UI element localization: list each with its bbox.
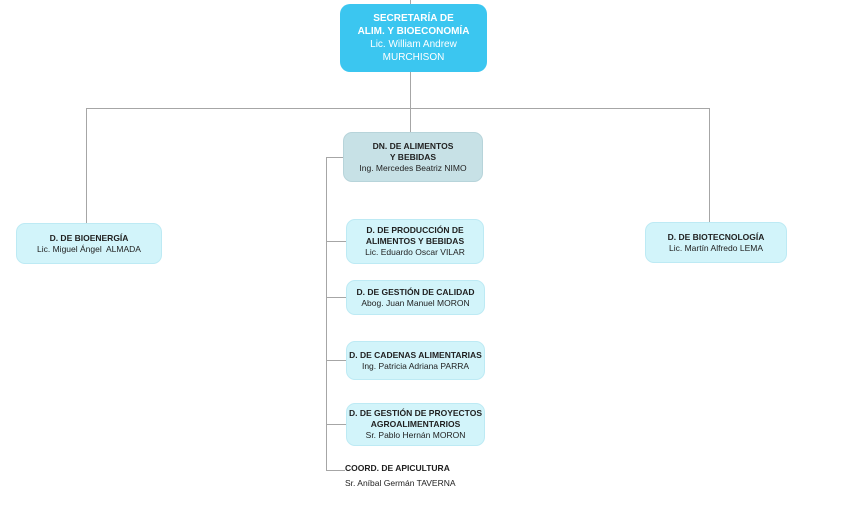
- connector-drop-alimentos: [410, 108, 411, 132]
- org-node-alimentos-bebidas: DN. DE ALIMENTOS Y BEBIDAS Ing. Mercedes…: [343, 132, 483, 182]
- node-person: Lic. Martín Alfredo LEMA: [668, 242, 763, 253]
- node-title: SECRETARÍA DE ALIM. Y BIOECONOMÍA: [357, 13, 470, 37]
- node-title: D. DE BIOTECNOLOGÍA: [667, 231, 765, 242]
- org-node-biotecnologia: D. DE BIOTECNOLOGÍA Lic. Martín Alfredo …: [645, 222, 787, 263]
- connector-stub-produccion: [326, 241, 346, 242]
- org-node-proyectos: D. DE GESTIÓN DE PROYECTOS AGROALIMENTAR…: [346, 403, 485, 446]
- node-title: D. DE GESTIÓN DE PROYECTOS AGROALIMENTAR…: [348, 408, 483, 429]
- node-person: Ing. Patricia Adriana PARRA: [361, 360, 470, 371]
- connector-stub-proyectos: [326, 424, 346, 425]
- node-person: Lic. Eduardo Oscar VILAR: [365, 247, 465, 257]
- node-title: COORD. DE APICULTURA: [345, 463, 450, 473]
- node-person: Sr. Pablo Hernán MORON: [365, 430, 466, 440]
- org-node-produccion: D. DE PRODUCCIÓN DE ALIMENTOS Y BEBIDAS …: [346, 219, 484, 264]
- connector-stub-cadenas: [326, 360, 346, 361]
- node-person: Lic. William Andrew MURCHISON: [370, 39, 457, 63]
- node-title: D. DE CADENAS ALIMENTARIAS: [349, 349, 482, 360]
- node-title: D. DE BIOENERGÍA: [49, 232, 129, 243]
- org-node-apicultura: COORD. DE APICULTURA Sr. Aníbal Germán T…: [345, 463, 515, 489]
- connector-drop-bioenergia: [86, 108, 87, 223]
- org-node-secretaria: SECRETARÍA DE ALIM. Y BIOECONOMÍA Lic. W…: [340, 4, 487, 72]
- node-title: D. DE PRODUCCIÓN DE ALIMENTOS Y BEBIDAS: [365, 225, 465, 246]
- org-node-calidad: D. DE GESTIÓN DE CALIDAD Abog. Juan Manu…: [346, 280, 485, 315]
- connector-root-top: [410, 0, 411, 5]
- node-person: Ing. Mercedes Beatriz NIMO: [359, 162, 467, 173]
- connector-stub-calidad: [326, 297, 346, 298]
- node-title: D. DE GESTIÓN DE CALIDAD: [356, 286, 475, 297]
- connector-stub-apicultura: [326, 470, 345, 471]
- connector-drop-biotecnologia: [709, 108, 710, 222]
- org-node-cadenas: D. DE CADENAS ALIMENTARIAS Ing. Patricia…: [346, 341, 485, 380]
- org-node-bioenergia: D. DE BIOENERGÍA Lic. Miguel Ángel ALMAD…: [16, 223, 162, 264]
- connector-left-rail: [326, 157, 327, 471]
- node-person: Sr. Aníbal Germán TAVERNA: [345, 478, 456, 488]
- connector-root-down: [410, 72, 411, 108]
- node-title: DN. DE ALIMENTOS Y BEBIDAS: [372, 140, 454, 162]
- connector-rail-horizontal: [86, 108, 710, 109]
- connector-stub-alimentos: [326, 157, 343, 158]
- node-person: Abog. Juan Manuel MORON: [361, 297, 470, 308]
- node-person: Lic. Miguel Ángel ALMADA: [37, 243, 141, 254]
